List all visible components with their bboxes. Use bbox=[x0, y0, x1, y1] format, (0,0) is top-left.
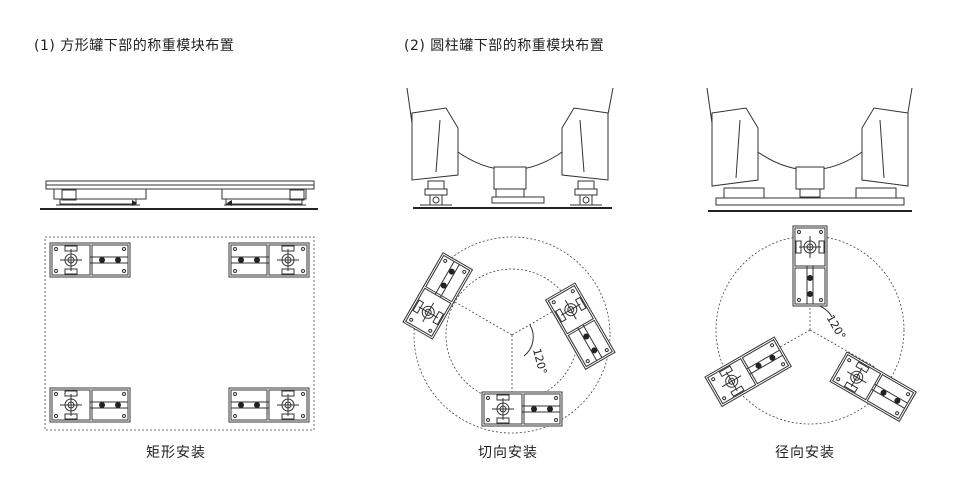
module-bottom-right bbox=[228, 387, 310, 423]
angle-label-radial: 120° bbox=[824, 313, 849, 342]
caption-rectangular: 矩形安装 bbox=[146, 445, 206, 461]
tangential-layout-plan: 120° bbox=[402, 236, 616, 434]
module-bottom-left bbox=[49, 387, 131, 423]
cylinder-tank-side-view-tangential bbox=[406, 87, 614, 209]
heading-cylinder-tank: (2) 圆柱罐下部的称重模块布置 bbox=[404, 38, 605, 54]
cylinder-tank-side-view-radial bbox=[706, 87, 913, 212]
module-top-right bbox=[228, 242, 310, 278]
square-tank-side-view bbox=[40, 180, 318, 210]
radial-layout-plan: 120° bbox=[704, 225, 917, 425]
module-radial-right bbox=[829, 351, 917, 422]
module-tangent-left bbox=[402, 252, 473, 340]
module-radial-top bbox=[792, 225, 828, 307]
angle-label-tangential: 120° bbox=[530, 347, 549, 376]
module-tangent-right bbox=[545, 282, 616, 370]
caption-tangential: 切向安装 bbox=[478, 445, 538, 461]
caption-radial: 径向安装 bbox=[775, 445, 835, 461]
rectangular-layout-plan bbox=[44, 236, 315, 431]
module-tangent-bottom bbox=[481, 391, 563, 427]
heading-square-tank: (1) 方形罐下部的称重模块布置 bbox=[34, 38, 235, 54]
module-top-left bbox=[49, 242, 131, 278]
